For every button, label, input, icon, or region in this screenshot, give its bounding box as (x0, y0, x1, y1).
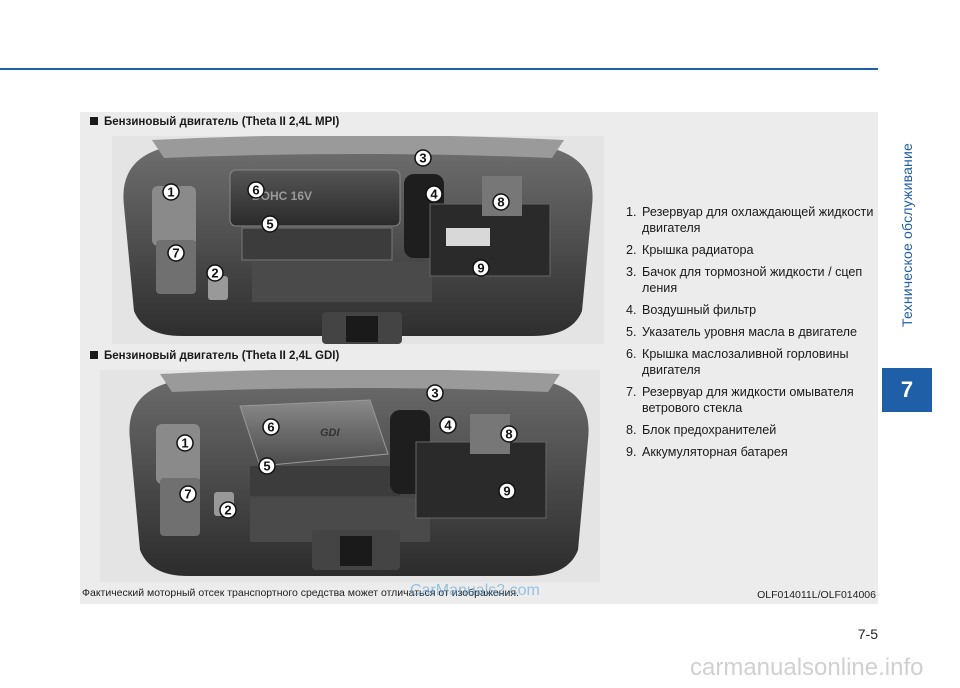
svg-text:5: 5 (263, 459, 270, 474)
figure-footnote: Фактический моторный отсек транспортного… (82, 587, 519, 599)
callout-6-mpi: 6 (247, 181, 265, 199)
callout-7-mpi: 7 (167, 244, 185, 262)
callout-3-gdi: 3 (426, 384, 444, 402)
svg-text:7: 7 (184, 487, 191, 502)
bullet-square-icon (90, 351, 98, 359)
legend-item: 1.Резервуар для охлаждающей жидкости дви… (626, 205, 874, 235)
callout-4-gdi: 4 (439, 416, 457, 434)
callout-1-mpi: 1 (162, 183, 180, 201)
callout-5-mpi: 5 (261, 215, 279, 233)
callout-2-mpi: 2 (206, 264, 224, 282)
callout-3-mpi: 3 (414, 149, 432, 167)
image-code: OLF014011L/OLF014006 (757, 589, 876, 601)
cover-text-mpi: DOHC 16V (252, 189, 312, 203)
svg-text:6: 6 (267, 420, 274, 435)
svg-text:3: 3 (419, 151, 426, 166)
engine-illustration-gdi: GDI 6 1 3 4 8 5 7 2 9 (100, 370, 600, 582)
legend-item: 6.Крышка маслозаливной горловины двигате… (626, 347, 849, 377)
svg-text:4: 4 (444, 418, 452, 433)
legend-item: 9.Аккумуляторная батарея (626, 445, 788, 459)
svg-text:1: 1 (167, 185, 174, 200)
svg-text:6: 6 (252, 183, 259, 198)
svg-text:5: 5 (266, 217, 273, 232)
callout-8-mpi: 8 (492, 193, 510, 211)
svg-text:2: 2 (211, 266, 218, 281)
chapter-side-title: Техническое обслуживание (899, 143, 916, 327)
callout-2-gdi: 2 (219, 501, 237, 519)
svg-text:8: 8 (505, 427, 512, 442)
callout-7-gdi: 7 (179, 485, 197, 503)
legend-item: 4.Воздушный фильтр (626, 303, 757, 317)
callout-8-gdi: 8 (500, 425, 518, 443)
component-legend: 1.Резервуар для охлаждающей жидкости дви… (626, 204, 876, 466)
header-rule (0, 68, 878, 70)
callout-4-mpi: 4 (425, 185, 443, 203)
svg-text:8: 8 (497, 195, 504, 210)
callout-9-mpi: 9 (472, 259, 490, 277)
callout-9-gdi: 9 (498, 482, 516, 500)
callout-6-gdi: 6 (262, 418, 280, 436)
svg-text:9: 9 (503, 484, 510, 499)
svg-text:4: 4 (430, 187, 438, 202)
legend-item: 8.Блок предохранителей (626, 423, 777, 437)
section-title-gdi: Бензиновый двигатель (Theta II 2,4L GDI) (90, 350, 339, 362)
callout-5-gdi: 5 (258, 457, 276, 475)
svg-text:3: 3 (431, 386, 438, 401)
watermark-carmanualsonline: carmanualsonline.info (690, 654, 924, 681)
watermark-carmanuals2: CarManuals2.com (410, 582, 540, 599)
legend-item: 5.Указатель уровня масла в двигателе (626, 325, 858, 339)
section-title-mpi: Бензиновый двигатель (Theta II 2,4L MPI) (90, 116, 339, 128)
svg-text:7: 7 (172, 246, 179, 261)
legend-item: 2.Крышка радиатора (626, 243, 754, 257)
svg-text:9: 9 (477, 261, 484, 276)
chapter-tab: 7 (882, 368, 932, 412)
legend-item: 7.Резервуар для жидкости омывателя ветро… (626, 385, 854, 415)
legend-item: 3.Бачок для тормозной жидкости / сцеп ле… (626, 265, 863, 295)
svg-text:2: 2 (224, 503, 231, 518)
bullet-square-icon (90, 117, 98, 125)
engine-illustration-mpi: DOHC 16V 6 1 3 4 8 5 7 2 9 (112, 136, 604, 344)
page-number: 7-5 (857, 626, 878, 642)
svg-text:1: 1 (181, 436, 188, 451)
cover-text-gdi: GDI (320, 427, 341, 439)
callout-1-gdi: 1 (176, 434, 194, 452)
